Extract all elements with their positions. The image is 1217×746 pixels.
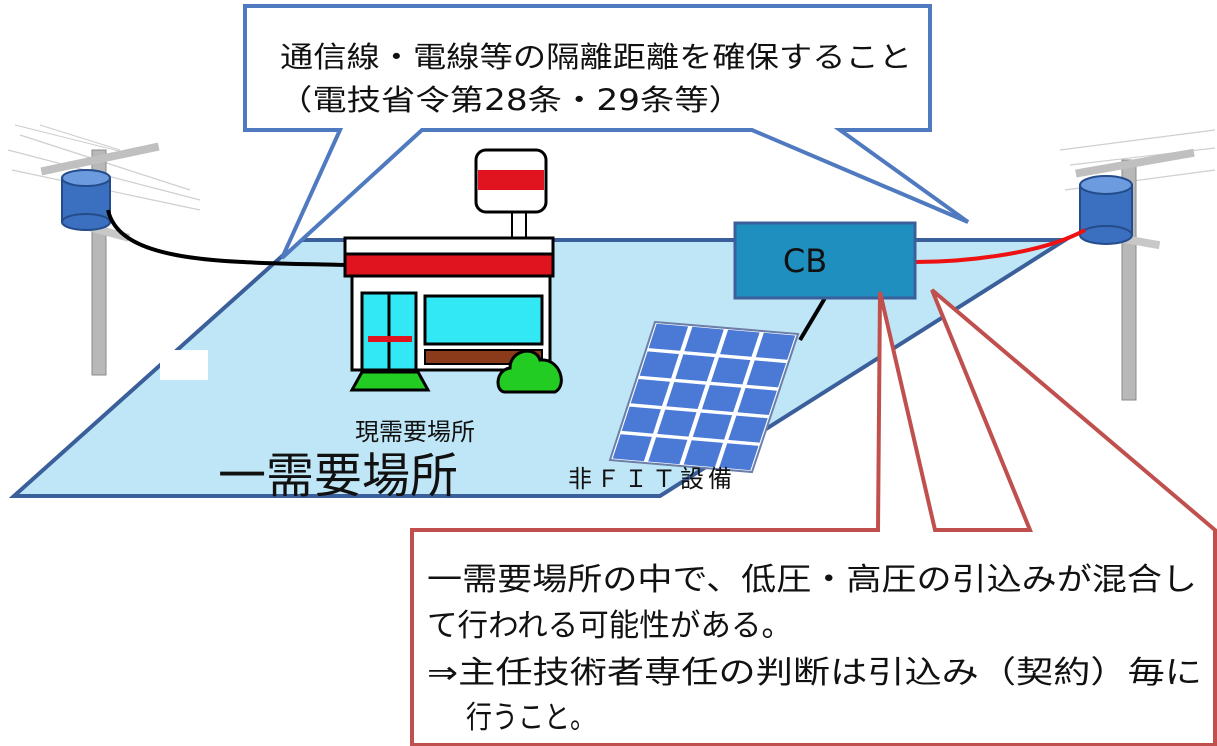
solar-cell [720,329,760,357]
solar-cell [728,415,768,443]
solar-cell [683,440,723,468]
high-voltage-wire [914,228,1086,264]
solar-cell [648,437,688,465]
cb-box [733,221,917,300]
solar-cell [737,388,777,415]
solar-cell [666,382,706,409]
store-icon [343,148,563,394]
right-transformer-icon [1079,175,1133,245]
bottom-callout-line3: ⇒主任技術者専任の判断は引込み（契約）毎に [427,655,1202,691]
solar-cell [648,323,689,351]
bottom-callout-line4: 行うこと。 [466,700,596,736]
solar-wire [798,296,827,342]
bottom-callout-line1: 一需要場所の中で、低圧・高圧の引込みが混合し [427,562,1197,598]
solar-cell [711,357,751,385]
solar-cell [612,434,652,462]
solar-cell [692,412,733,440]
cb-label: CB [783,242,827,280]
area-label: 一需要場所 [218,448,458,504]
solar-cell [657,409,697,437]
left-utility-pole [7,124,201,376]
left-transformer-icon [61,169,111,231]
right-utility-pole [1059,129,1216,401]
low-voltage-wire [106,209,346,267]
bottom-callout-bubble [410,288,1217,746]
solar-cell [630,379,670,406]
solar-panel-icon [608,320,800,474]
store-label: 現需要場所 [355,418,475,446]
solar-label: 非ＦＩＴ設備 [568,465,736,493]
solar-cell [639,351,679,379]
solar-cell [746,360,787,388]
solar-cell [684,326,724,354]
bottom-callout-line2: て行われる可能性がある。 [427,608,792,644]
solar-cell [621,406,661,434]
solar-cell [719,443,759,471]
top-callout-bubble [243,4,970,260]
top-callout-line1: 通信線・電線等の隔離距離を確保すること [280,40,912,74]
top-callout-line2: （電技省令第28条・29条等） [278,83,743,117]
notch [160,350,208,380]
solar-cell [755,332,796,360]
solar-cell [701,385,742,412]
solar-cell [675,354,715,382]
